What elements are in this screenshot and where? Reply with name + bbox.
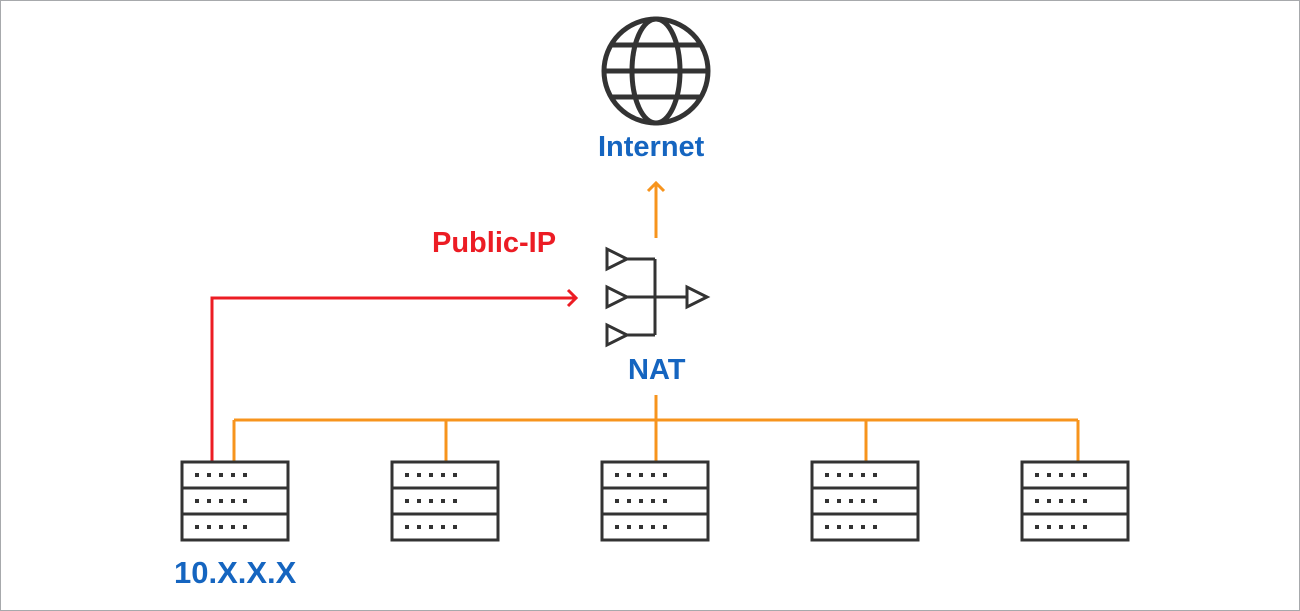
server-led	[639, 525, 643, 529]
lan-bus	[232, 418, 1080, 462]
server-led	[207, 525, 211, 529]
server-led	[1035, 473, 1039, 477]
server-led	[615, 525, 619, 529]
server-led	[195, 525, 199, 529]
server-led	[615, 473, 619, 477]
server-led	[627, 499, 631, 503]
server-led	[219, 473, 223, 477]
server-led	[615, 499, 619, 503]
server-led	[429, 499, 433, 503]
server-led	[849, 525, 853, 529]
server-led	[1059, 499, 1063, 503]
server-led	[195, 473, 199, 477]
server-led	[231, 499, 235, 503]
server-unit	[180, 486, 290, 516]
nat-router-icon	[605, 246, 711, 348]
server-group	[180, 460, 1130, 542]
server-led	[219, 499, 223, 503]
server-led	[651, 525, 655, 529]
server-rack-icon	[810, 460, 920, 542]
server-led	[861, 473, 865, 477]
server-led	[639, 499, 643, 503]
server-led	[849, 473, 853, 477]
internet-label: Internet	[598, 131, 705, 163]
server-led	[1071, 499, 1075, 503]
server-led	[1071, 525, 1075, 529]
server-led	[243, 473, 247, 477]
server-led	[663, 499, 667, 503]
server-led	[231, 473, 235, 477]
server-led	[405, 473, 409, 477]
globe-icon	[601, 16, 711, 126]
server-rack-icon	[1020, 460, 1130, 542]
server-led	[243, 525, 247, 529]
server-led	[873, 525, 877, 529]
server-led	[453, 473, 457, 477]
server-led	[441, 473, 445, 477]
server-led	[243, 499, 247, 503]
server-led	[1035, 499, 1039, 503]
server-led	[651, 473, 655, 477]
server-led	[405, 525, 409, 529]
server-led	[1047, 525, 1051, 529]
server-led	[429, 525, 433, 529]
server-led	[405, 499, 409, 503]
server-led	[441, 525, 445, 529]
server-led	[207, 499, 211, 503]
server-led	[651, 499, 655, 503]
server-led	[441, 499, 445, 503]
public-ip-label: Public-IP	[432, 227, 557, 259]
server-led	[825, 499, 829, 503]
server-led	[1059, 525, 1063, 529]
server-led	[219, 525, 223, 529]
uplink-arrow	[646, 180, 666, 238]
server-led	[837, 499, 841, 503]
server-led	[663, 525, 667, 529]
server-led	[861, 525, 865, 529]
server-led	[1047, 499, 1051, 503]
server-led	[825, 525, 829, 529]
server-led	[195, 499, 199, 503]
server-led	[1059, 473, 1063, 477]
server-led	[1083, 525, 1087, 529]
server-led	[417, 525, 421, 529]
server-led	[837, 525, 841, 529]
server-rack-icon	[180, 460, 290, 542]
server-rack-icon	[600, 460, 710, 542]
public-ip-path	[210, 288, 579, 462]
server-led	[627, 525, 631, 529]
server-led	[453, 499, 457, 503]
server-led	[639, 473, 643, 477]
server-led	[1083, 499, 1087, 503]
server-led	[429, 473, 433, 477]
server-led	[849, 499, 853, 503]
server-led	[1035, 525, 1039, 529]
server-unit	[810, 512, 920, 542]
server-led	[1047, 473, 1051, 477]
server-led	[837, 473, 841, 477]
server-led	[627, 473, 631, 477]
server-led	[231, 525, 235, 529]
server-led	[873, 499, 877, 503]
server-led	[417, 473, 421, 477]
server-led	[207, 473, 211, 477]
server-led	[1071, 473, 1075, 477]
server-rack-icon	[390, 460, 500, 542]
nat-label: NAT	[628, 354, 686, 386]
server-led	[663, 473, 667, 477]
host-ip-label: 10.X.X.X	[174, 555, 297, 590]
server-led	[453, 525, 457, 529]
server-led	[417, 499, 421, 503]
server-led	[825, 473, 829, 477]
server-led	[873, 473, 877, 477]
server-led	[861, 499, 865, 503]
server-led	[1083, 473, 1087, 477]
